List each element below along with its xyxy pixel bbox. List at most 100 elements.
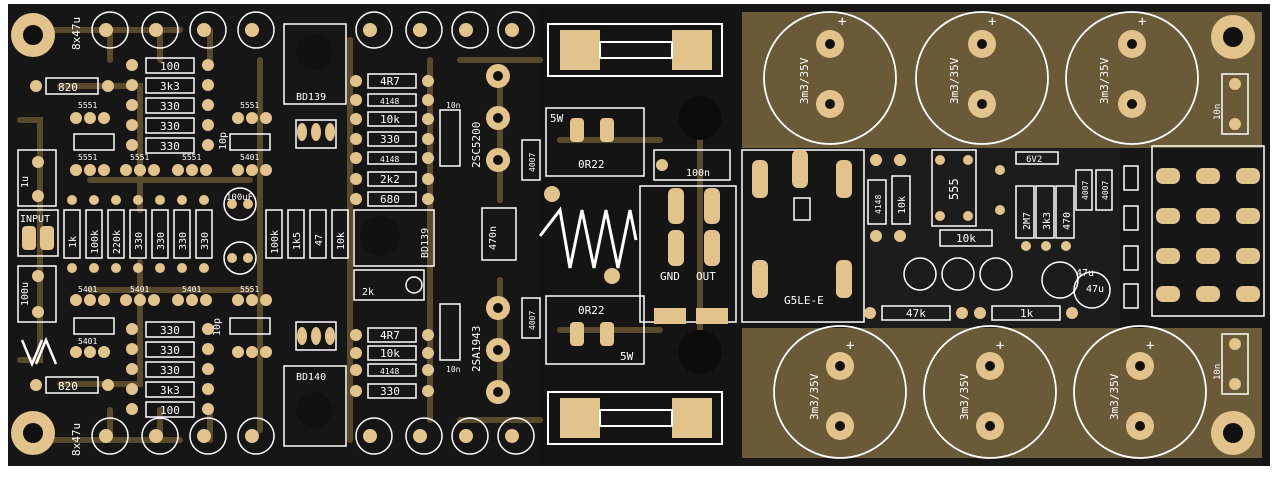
output-npn-label: 2SC5200 (470, 122, 483, 168)
output-terminal[interactable]: GND OUT (639, 185, 737, 324)
drv-bot-3: 330 (380, 385, 400, 398)
transistor-bd139-top: BD139 (283, 23, 347, 149)
timer-res-1: 10k (956, 232, 976, 245)
cap-100uF: 100uF (223, 187, 257, 275)
vres-1: 1k (68, 236, 79, 248)
drv-mid-1: 2k2 (380, 173, 400, 186)
timer-res-7: 1k (1020, 307, 1034, 320)
big-cap-4-plus: + (846, 338, 854, 354)
resistor-stack-top-5: 330 (160, 140, 180, 153)
out-label: OUT (696, 270, 716, 283)
smd-label-3: 5551 (130, 153, 149, 162)
drv-bot-2: 10k (380, 347, 400, 360)
cap-10n-right-bottom: 10n (1213, 333, 1249, 395)
vres-mid-2: 1k5 (292, 232, 303, 250)
cap-100n-output: 100n (653, 149, 731, 181)
diode-4007-l2: 4007 (528, 311, 537, 330)
cap-10n-bottom-left: 10n (439, 303, 461, 374)
bd139-top-label: BD139 (296, 92, 326, 103)
timer-bottom-res: 47k 1k (881, 305, 1061, 321)
cap-470n-label: 470n (488, 226, 499, 250)
vres-7: 330 (200, 232, 211, 250)
input-label: INPUT (20, 214, 50, 225)
smd-label-5: 5551 (240, 101, 259, 110)
big-cap-1-label: 3m3/35V (798, 57, 811, 104)
cap-10n-right-top: 10n (1213, 73, 1249, 135)
resistor-stack-bottom-4: 3k3 (160, 384, 180, 397)
relay-label: G5LE-E (784, 294, 824, 307)
mounting-holes (11, 13, 1255, 455)
output-pnp-label: 2SA1943 (470, 326, 483, 372)
cap-470n: 470n (481, 207, 517, 261)
relay-g5le: G5LE-E (741, 149, 865, 323)
transistor-vbe: BD139 (353, 209, 435, 267)
resistor-820-top-label: 820 (58, 81, 78, 94)
cap-100n-label: 100n (686, 168, 710, 179)
diodes-4007-left: 4007 4007 (521, 139, 541, 339)
vres-5: 330 (156, 232, 167, 250)
vres-2: 100k (90, 230, 101, 254)
input-connector[interactable]: INPUT (17, 209, 59, 257)
cap-bank-top-label: 8x47u (70, 17, 83, 50)
smd-b-label-5: 5401 (240, 153, 259, 162)
big-cap-pads (816, 30, 1154, 440)
r0r22-bottom-label: 0R22 (578, 304, 605, 317)
pot-2k[interactable]: 2k (353, 269, 425, 301)
resistor-stack-top-1: 100 (160, 60, 180, 73)
resistor-820-bottom-label: 820 (58, 380, 78, 393)
driver-resistors-bottom: 4R7 10k 4148 330 (367, 327, 417, 399)
power-terminal-strip[interactable] (1123, 145, 1265, 317)
cap-10n-tl-label: 10n (446, 101, 461, 110)
vertical-resistors-mid: 100k 1k5 47 10k (265, 209, 349, 259)
vertical-resistors-left: 1k 100k 220k 330 330 330 330 (63, 209, 213, 259)
fuse-holder-bottom (547, 391, 723, 445)
diode-4148-top-2: 4148 (380, 155, 399, 164)
fuse-holder-top (547, 23, 723, 77)
cap-bank-top-pads (99, 23, 519, 37)
timer-res-5: 470 (1062, 212, 1073, 230)
big-cap-2-label: 3m3/35V (948, 57, 961, 104)
smd-label-4: 5551 (182, 153, 201, 162)
resistor-stack-top-2: 3k3 (160, 80, 180, 93)
big-caps (763, 11, 1207, 459)
cap-10n-top-left: 10n (439, 101, 461, 167)
driver-resistor-pads (350, 75, 434, 397)
heat-hole-top (678, 96, 722, 140)
vertical-resistors-left-pads (67, 195, 209, 273)
resistor-stack-top-3: 330 (160, 100, 180, 113)
small-transistors (70, 112, 272, 358)
gnd-label: GND (660, 270, 680, 283)
inductor-top-label: 5W (550, 112, 564, 125)
resistor-0r22-top: 5W 0R22 (545, 107, 645, 177)
vres-mid-4: 10k (336, 232, 347, 250)
cap-10n-bl-label: 10n (446, 365, 461, 374)
drv-bot-1: 4R7 (380, 329, 400, 342)
smd-b-label-2: 5401 (78, 337, 97, 346)
big-cap-1-plus: + (838, 14, 846, 30)
vres-3: 220k (112, 230, 123, 254)
big-cap-4-label: 3m3/35V (808, 373, 821, 420)
resistor-stack-bottom-5: 100 (160, 404, 180, 417)
cap-47u-2: 47u (1086, 284, 1104, 295)
big-cap-6-label: 3m3/35V (1108, 373, 1121, 420)
resistor-stack-bottom-3: 330 (160, 364, 180, 377)
cap-10n-rt-label: 10n (1213, 104, 1223, 120)
timer-4007-1: 4007 (1081, 181, 1090, 200)
va-logo (20, 336, 58, 368)
diode-4148-bottom: 4148 (380, 367, 399, 376)
big-cap-5-label: 3m3/35V (958, 373, 971, 420)
cap-1u: 1u (17, 149, 57, 207)
vres-mid-3: 47 (314, 234, 325, 246)
output-transistor-pads (486, 64, 510, 404)
bd139-vbe-label: BD139 (420, 228, 431, 258)
drv-top-3: 330 (380, 133, 400, 146)
r0r22-top-label: 0R22 (578, 158, 605, 171)
timer-diode: 4148 (874, 195, 883, 214)
drv-mid-2: 680 (380, 193, 400, 206)
resistor-stack-bottom-1: 330 (160, 324, 180, 337)
timer-res-2: 10k (897, 196, 908, 214)
inductor-bottom-label: 5W (620, 350, 634, 363)
cap-10n-rb-label: 10n (1213, 364, 1223, 380)
small-caps (73, 133, 271, 335)
